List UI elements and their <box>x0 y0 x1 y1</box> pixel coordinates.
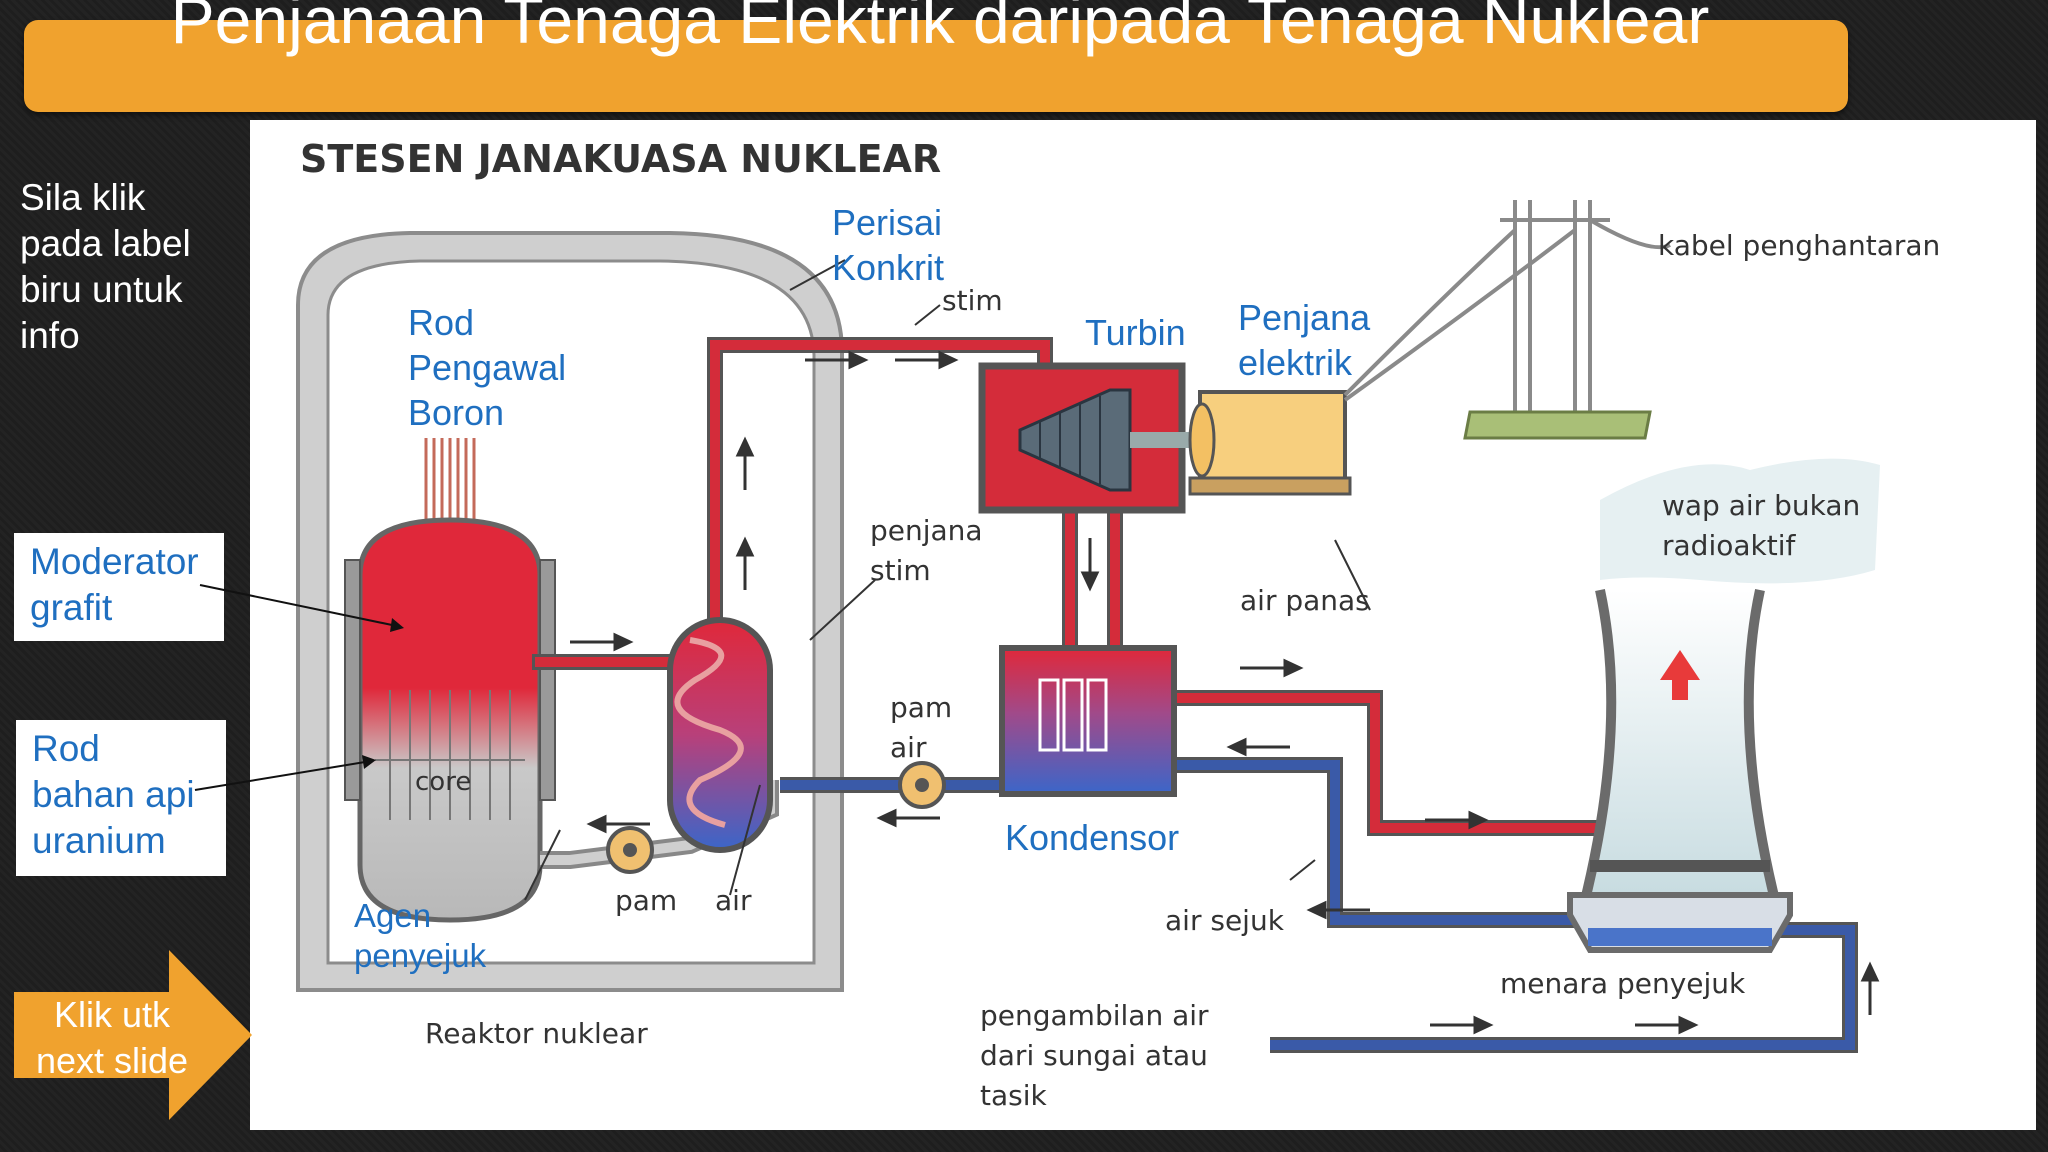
graphite-moderator-line1: Moderator <box>30 541 199 582</box>
coolant-pump <box>606 826 654 874</box>
cooling-tower-label: menara penyejuk <box>1500 967 1746 1000</box>
graphite-moderator-line2: grafit <box>30 587 113 628</box>
core-label: core <box>415 767 471 797</box>
turbine <box>978 362 1190 514</box>
steam-label: stim <box>942 284 1003 317</box>
diagram-svg: STESEN JANAKUASA NUKLEAR cor <box>296 137 1940 1112</box>
electric-generator <box>1188 390 1352 496</box>
transmission-tower <box>1343 200 1671 440</box>
condenser <box>999 645 1177 797</box>
uranium-rod-line2: bahan api <box>32 774 195 815</box>
condenser-label[interactable]: Kondensor <box>1005 817 1179 858</box>
next-slide-label: Klik utk next slide <box>35 994 189 1081</box>
leader-lines <box>524 259 1371 901</box>
uranium-rod-line1: Rod <box>32 728 100 769</box>
slide-title: Penjanaan Tenaga Elektrik daripada Tenag… <box>170 0 1710 57</box>
cooling-tower <box>1567 458 1880 953</box>
uranium-rod-line3: uranium <box>32 820 166 861</box>
diagram-heading: STESEN JANAKUASA NUKLEAR <box>300 137 941 181</box>
cool-water-label: air sejuk <box>1165 904 1285 937</box>
nuclear-reactor-label: Reaktor nuklear <box>425 1017 648 1050</box>
water-pump-label: pam air <box>890 691 961 764</box>
flow-arrows <box>570 350 1880 1035</box>
water-label: air <box>715 884 752 917</box>
instruction-text: Sila klik pada label biru untuk info <box>20 177 191 356</box>
electric-generator-label[interactable]: Penjana elektrik <box>1238 297 1380 383</box>
concrete-shield-label[interactable]: Perisai Konkrit <box>832 202 952 288</box>
transmission-cable-label: kabel penghantaran <box>1658 229 1940 262</box>
graphite-moderator-button[interactable]: Moderator grafit <box>14 533 224 641</box>
water-pump <box>898 761 946 809</box>
pump-label: pam <box>615 884 677 917</box>
water-intake-label: pengambilan air dari sungai atau tasik <box>980 999 1217 1112</box>
title-bar <box>24 20 1848 112</box>
uranium-fuel-rod-button[interactable]: Rod bahan api uranium <box>16 720 226 876</box>
next-slide-button[interactable]: Klik utk next slide <box>14 950 254 1120</box>
water-vapour-label: wap air bukan radioaktif <box>1662 489 1869 562</box>
boron-control-rod-label[interactable]: Rod Pengawal Boron <box>408 302 576 433</box>
turbine-label[interactable]: Turbin <box>1085 312 1186 353</box>
next-arrow-icon <box>14 950 252 1120</box>
coolant-agent-label[interactable]: Agen penyejuk <box>354 897 487 974</box>
nuclear-plant-diagram: STESEN JANAKUASA NUKLEAR cor <box>250 120 2036 1130</box>
steam-generator-label: penjana stim <box>870 514 992 587</box>
hot-water-label: air panas <box>1240 584 1370 617</box>
